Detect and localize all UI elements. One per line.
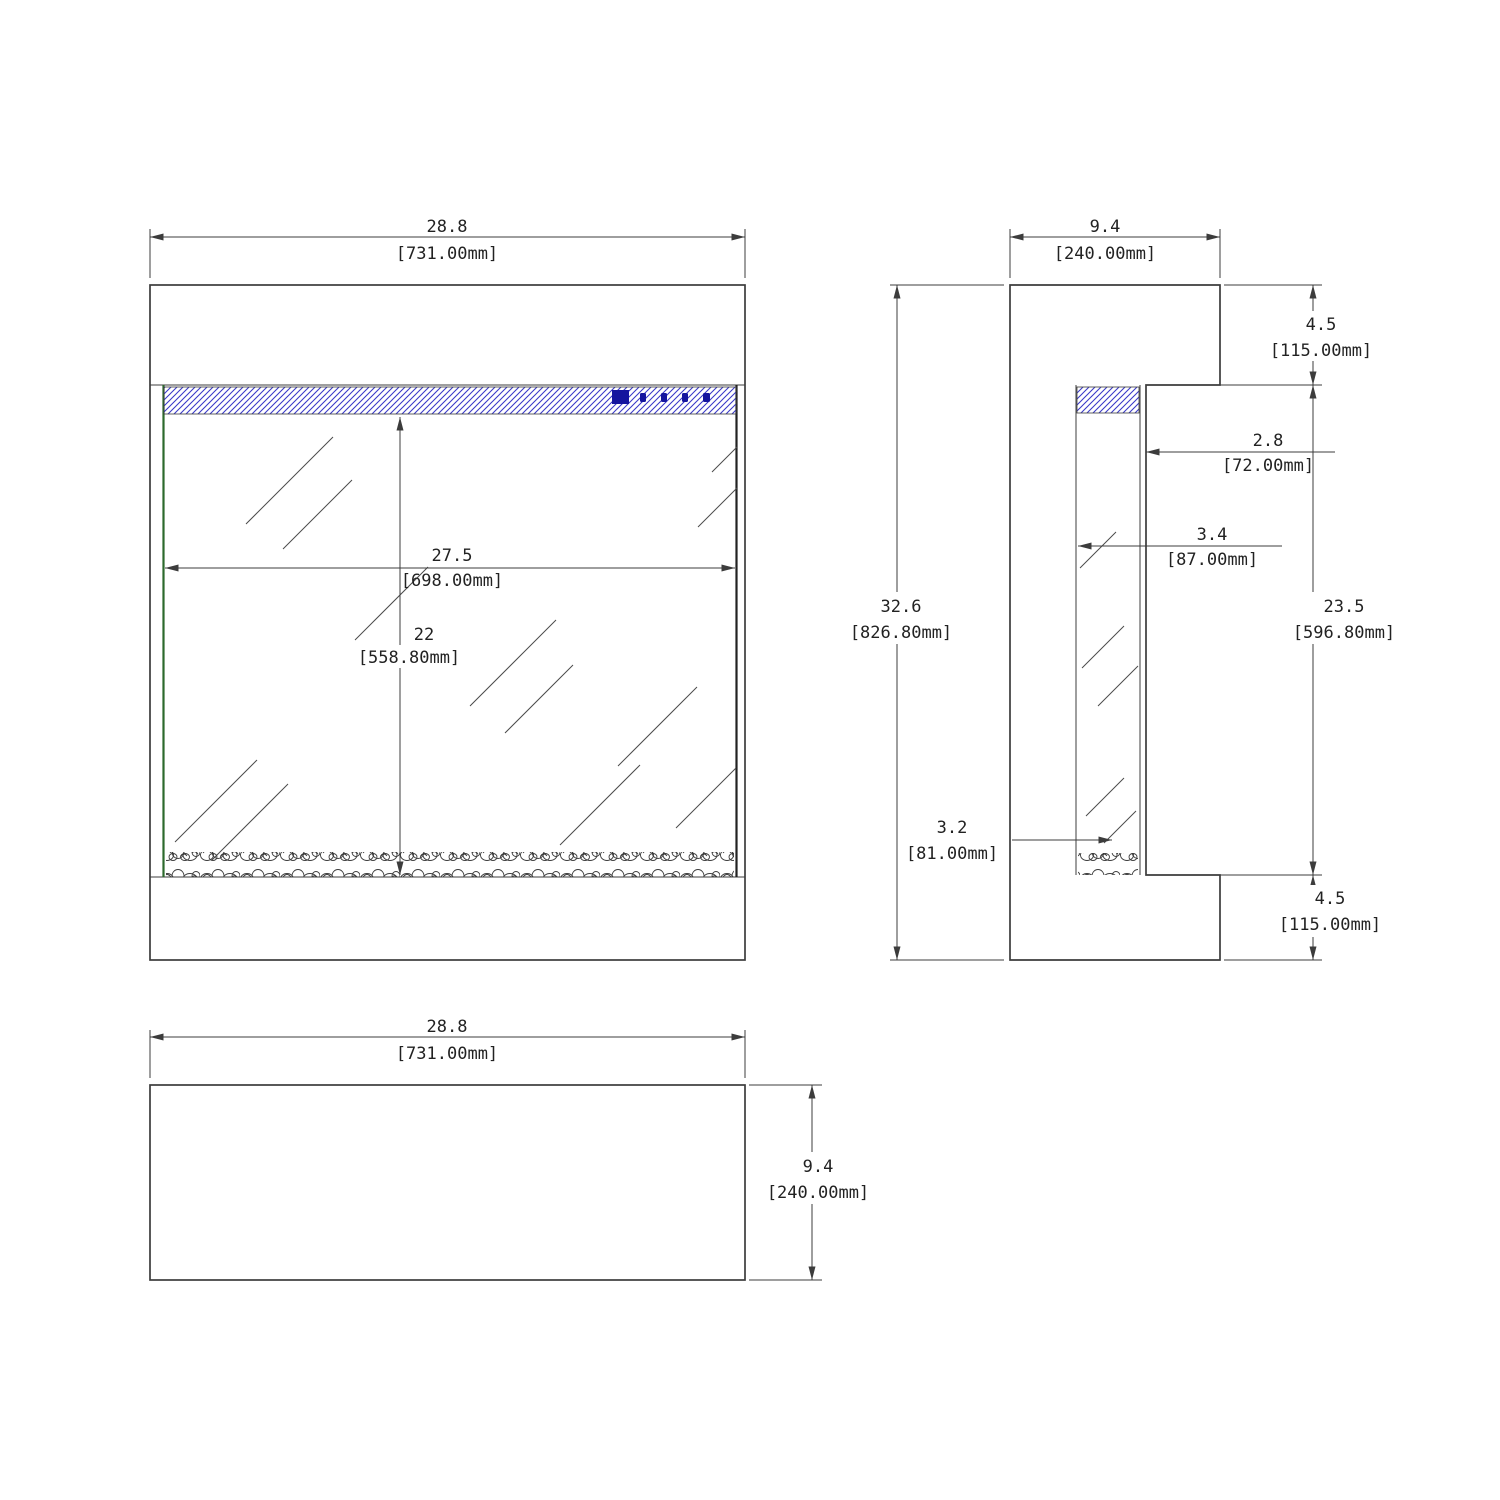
front-width-inches: 28.8 — [427, 217, 468, 237]
control-button-icon — [682, 393, 688, 402]
base-depth-mm: [81.00mm] — [906, 844, 998, 864]
side-height-inches: 32.6 — [881, 597, 922, 617]
front-width-mm: [731.00mm] — [396, 244, 498, 264]
cavity-depth-inches: 3.4 — [1197, 525, 1228, 545]
glass-reflection-marks — [174, 436, 738, 861]
top-depth-inches: 9.4 — [803, 1157, 834, 1177]
glass-width-mm: [698.00mm] — [401, 571, 503, 591]
glass-width-inches: 27.5 — [432, 546, 473, 566]
top-width-inches: 28.8 — [427, 1017, 468, 1037]
bottom-section-inches: 4.5 — [1315, 889, 1346, 909]
glass-offset-mm: [72.00mm] — [1222, 456, 1314, 476]
control-button-icon — [703, 393, 710, 402]
front-outer-frame — [149, 284, 746, 961]
pebble-bed-front — [166, 852, 734, 877]
side-led-strip-hatch — [1076, 386, 1140, 414]
top-depth-mm: [240.00mm] — [767, 1183, 869, 1203]
label-mask — [1280, 592, 1410, 644]
side-view: 9.4 [240.00mm] 32.6 [826.80mm] 4.5 [115.… — [843, 217, 1410, 961]
label-mask — [350, 645, 468, 668]
glass-height-mm: [558.80mm] — [358, 648, 460, 668]
glass-offset-inches: 2.8 — [1253, 431, 1284, 451]
opening-height-inches: 23.5 — [1324, 597, 1365, 617]
base-depth-inches: 3.2 — [937, 818, 968, 838]
control-panel — [612, 390, 710, 404]
label-mask — [764, 1152, 874, 1204]
side-depth-mm: [240.00mm] — [1054, 244, 1156, 264]
side-depth-inches: 9.4 — [1090, 217, 1121, 237]
side-profile-outline — [1009, 284, 1221, 961]
top-view-outline — [149, 1084, 746, 1281]
cavity-depth-mm: [87.00mm] — [1166, 550, 1258, 570]
label-mask — [1268, 885, 1392, 937]
side-glass-reflection-marks — [1079, 531, 1139, 844]
display-icon — [612, 390, 629, 404]
pebble-bed-side — [1078, 853, 1138, 875]
top-width-mm: [731.00mm] — [396, 1044, 498, 1064]
front-view: 28.8 [731.00mm] 27.5 [698.00mm] 22 [558.… — [149, 217, 746, 961]
control-button-icon — [640, 393, 646, 402]
top-view: 28.8 [731.00mm] 9.4 [240.00mm] — [149, 1017, 874, 1281]
label-mask — [843, 592, 957, 644]
top-section-inches: 4.5 — [1306, 315, 1337, 335]
control-button-icon — [661, 393, 667, 402]
front-led-strip-hatch — [163, 386, 737, 415]
bottom-section-mm: [115.00mm] — [1279, 915, 1381, 935]
opening-height-mm: [596.80mm] — [1293, 623, 1395, 643]
top-section-mm: [115.00mm] — [1270, 341, 1372, 361]
label-mask — [1262, 311, 1380, 361]
glass-height-inches: 22 — [414, 625, 434, 645]
side-height-mm: [826.80mm] — [850, 623, 952, 643]
